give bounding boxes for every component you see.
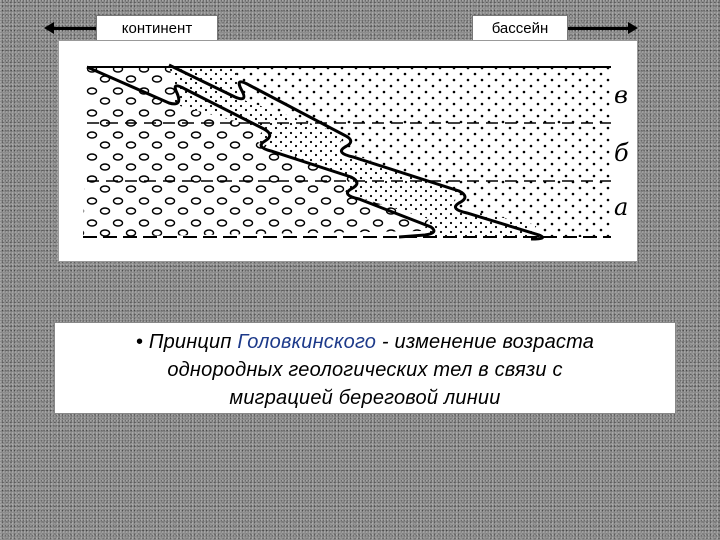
boundary-1	[86, 65, 436, 239]
boundary-2	[168, 63, 545, 241]
caption-name: Головкинского	[237, 331, 377, 353]
fine-zone	[234, 67, 611, 237]
layer-label-b: б	[614, 139, 629, 167]
caption-box: • Принцип Головкинского - изменение возр…	[54, 322, 676, 414]
geologic-section-diagram: в б а	[58, 40, 638, 262]
layer-label-a: а	[614, 193, 629, 221]
layer-label-v: в	[614, 81, 628, 109]
right-arrowhead	[628, 22, 638, 34]
section-svg	[83, 63, 611, 241]
sand-zone	[169, 67, 537, 237]
basin-label: бассейн	[472, 15, 568, 41]
right-arrow	[568, 27, 630, 30]
caption-lead: Принцип	[148, 331, 238, 353]
caption-rest: - изменение возраста	[376, 331, 595, 353]
caption-line-1: • Принцип Головкинского - изменение возр…	[55, 328, 675, 356]
caption-line-2: однородных геологических тел в связи с	[167, 359, 563, 381]
left-arrow	[50, 27, 96, 30]
continent-label: континент	[96, 15, 218, 41]
caption-bullet: •	[135, 331, 144, 353]
pebble-zone	[83, 67, 429, 237]
caption-line-3: миграцией береговой линии	[229, 387, 501, 409]
left-arrowhead	[44, 22, 54, 34]
